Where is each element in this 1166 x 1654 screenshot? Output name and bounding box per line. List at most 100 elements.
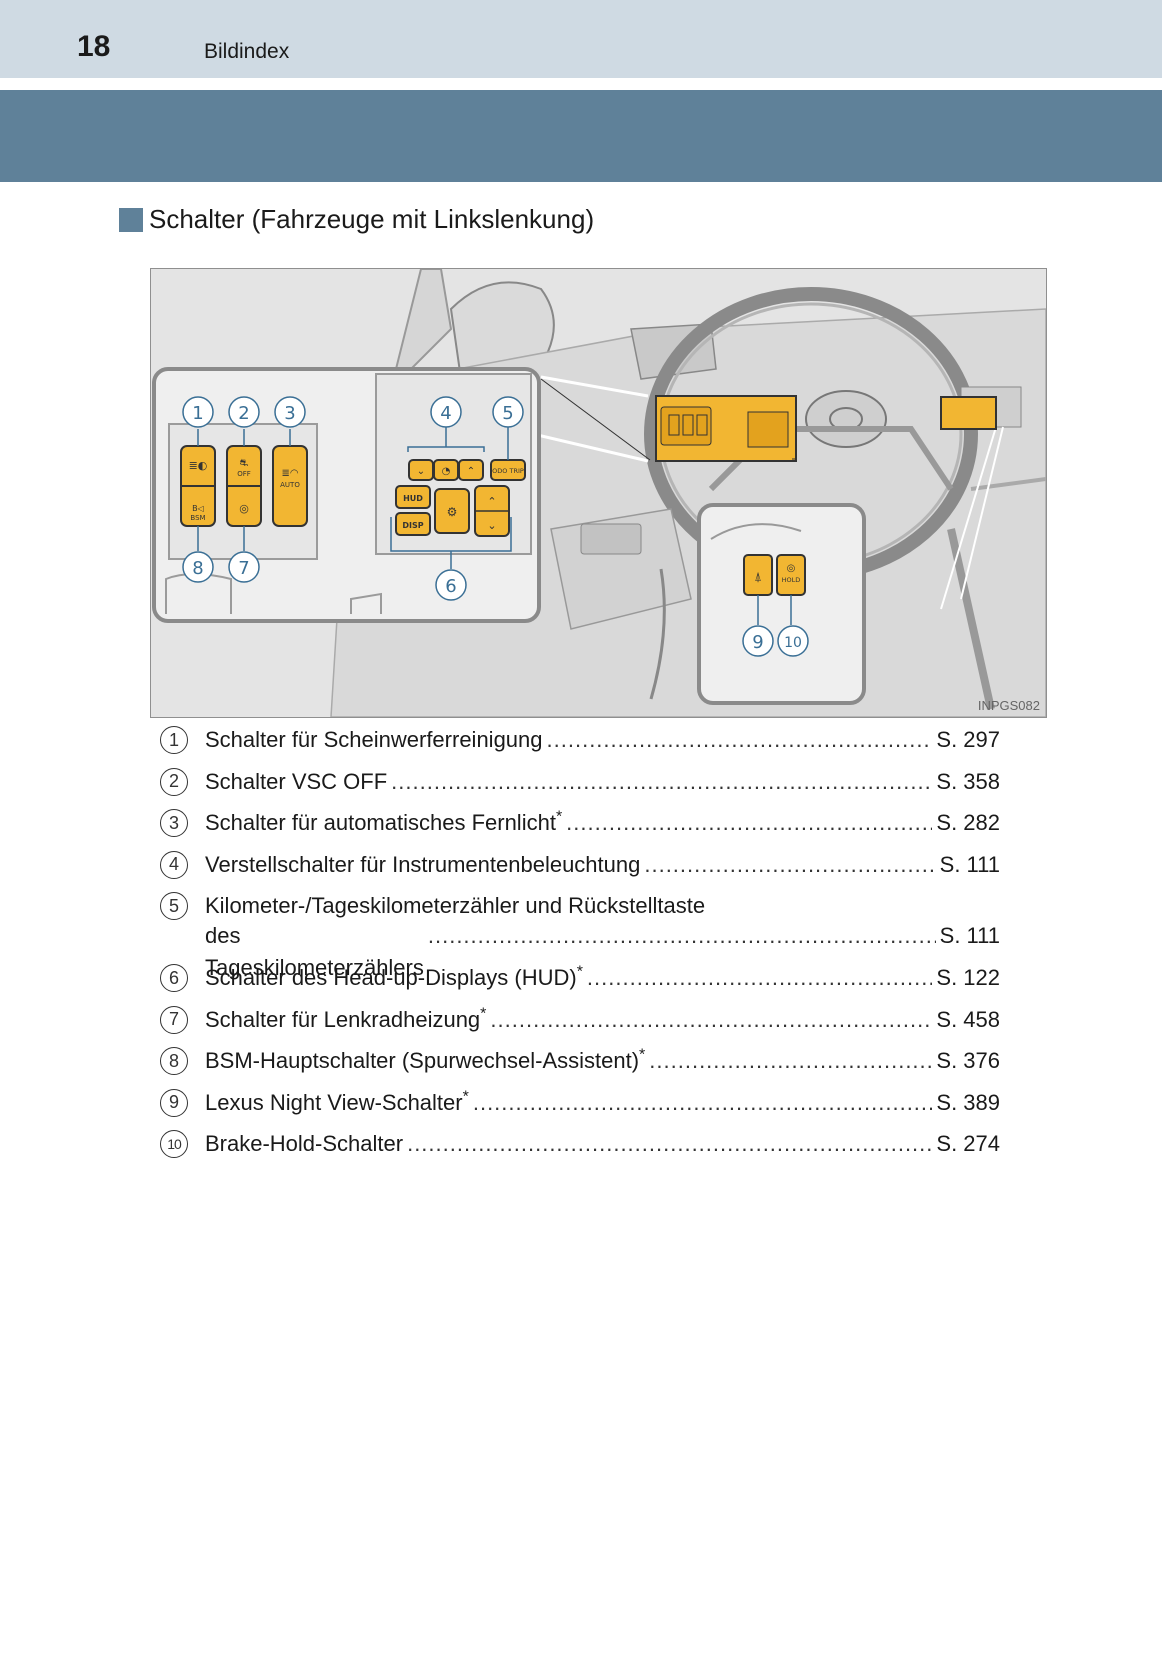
callout-8 [182, 551, 214, 583]
legend-number: 10 [160, 1130, 188, 1158]
legend-label: Schalter für Scheinwerferreinigung [205, 727, 543, 752]
page-reference[interactable]: S. 376 [936, 1048, 1000, 1073]
section-heading: Schalter (Fahrzeuge mit Linkslenkung) [119, 204, 594, 235]
legend-item: 5 Kilometer-/Tageskilometerzähler und Rü… [160, 890, 1000, 980]
hud-label: HUD [403, 494, 423, 503]
leader-dots [490, 1004, 932, 1036]
page-reference[interactable]: S. 282 [936, 810, 1000, 835]
legend-number: 3 [160, 809, 188, 837]
legend-label: BSM-Hauptschalter (Spurwechsel-Assistent… [205, 1046, 646, 1073]
svg-text:⌃: ⌃ [487, 495, 496, 508]
callout-6 [435, 569, 467, 601]
svg-text:8: 8 [192, 558, 203, 579]
section-marker-icon [119, 207, 143, 232]
legend-item: 3 Schalter für automatisches Fernlicht* … [160, 807, 1000, 849]
callout-7 [228, 551, 260, 583]
svg-text:⛐: ⛐ [240, 458, 249, 469]
legend-label: Brake-Hold-Schalter [205, 1131, 404, 1156]
callout-10 [777, 625, 809, 657]
leader-dots [547, 724, 933, 756]
legend-number: 2 [160, 767, 188, 796]
leader-dots [649, 1045, 932, 1077]
page-reference[interactable]: S. 111 [939, 851, 1000, 877]
page-reference[interactable]: S. 358 [936, 768, 1000, 794]
svg-text:3: 3 [284, 403, 295, 424]
legend-label: Verstellschalter für Instrumentenbeleuch… [205, 851, 641, 877]
switch-figure: ≣◐ B◁ BSM ⛐ OFF ◎ ≣◠ AUTO ⌄ ◔ ⌃ ODO TRIP… [150, 268, 1047, 718]
svg-text:⚙: ⚙ [447, 505, 458, 519]
leader-dots [587, 962, 932, 994]
legend-item: 10 Brake-Hold-Schalter S. 274 [160, 1128, 1000, 1170]
svg-text:⌄: ⌄ [417, 466, 425, 477]
svg-text:2: 2 [238, 403, 249, 424]
svg-text:10: 10 [784, 635, 802, 651]
footnote-star: * [462, 1088, 469, 1106]
legend-item: 9 Lexus Night View-Schalter* S. 389 [160, 1087, 1000, 1129]
legend-label: Schalter für Lenkradheizung* [205, 1005, 487, 1032]
svg-text:⌃: ⌃ [467, 466, 475, 477]
callout-5 [492, 396, 524, 428]
svg-text:≣◠: ≣◠ [281, 468, 298, 479]
svg-text:6: 6 [445, 576, 456, 597]
legend-item: 1 Schalter für Scheinwerferreinigung S. … [160, 724, 1000, 766]
footnote-star: * [555, 808, 563, 826]
legend-number: 7 [160, 1005, 188, 1034]
disp-label: DISP [402, 521, 423, 530]
leader-dots [428, 920, 936, 952]
page-reference[interactable]: S. 274 [936, 1131, 1000, 1156]
svg-text:5: 5 [502, 403, 513, 424]
running-head: Bildindex [204, 40, 290, 63]
page-reference[interactable]: S. 111 [939, 923, 1000, 948]
hold-label: HOLD [782, 576, 801, 584]
figure-code: INPGS082 [977, 698, 1040, 713]
leader-dots [644, 849, 935, 881]
legend-label-continued: des Tageskilometerzählers [205, 923, 424, 980]
svg-text:B◁: B◁ [192, 504, 204, 513]
leader-dots [391, 766, 932, 798]
page-number: 18 [77, 30, 111, 63]
callout-9 [742, 625, 774, 657]
odo-trip-label: ODO TRIP [492, 467, 524, 475]
section-title: Schalter (Fahrzeuge mit Linkslenkung) [149, 204, 595, 234]
legend-item: 4 Verstellschalter für Instrumentenbeleu… [160, 849, 1000, 891]
svg-text:4: 4 [440, 403, 451, 424]
legend-number: 9 [160, 1088, 188, 1117]
callout-3 [274, 396, 306, 428]
svg-text:9: 9 [752, 632, 763, 653]
auto-label: AUTO [280, 481, 300, 489]
page-reference[interactable]: S. 389 [936, 1089, 1000, 1115]
legend-number: 5 [160, 892, 188, 920]
svg-text:◎: ◎ [787, 563, 796, 574]
legend-label: Schalter für automatisches Fernlicht* [205, 808, 563, 835]
dashboard-illustration: ≣◐ B◁ BSM ⛐ OFF ◎ ≣◠ AUTO ⌄ ◔ ⌃ ODO TRIP… [151, 269, 1046, 717]
legend-number: 8 [160, 1047, 188, 1075]
legend-item: 2 Schalter VSC OFF S. 358 [160, 766, 1000, 808]
svg-text:⌄: ⌄ [487, 519, 496, 532]
svg-text:◔: ◔ [442, 466, 451, 477]
callout-4 [430, 396, 462, 428]
legend-number: 6 [160, 964, 188, 992]
leader-dots [473, 1087, 933, 1119]
callout-2 [228, 396, 260, 428]
svg-text:≣◐: ≣◐ [189, 459, 208, 472]
footnote-star: * [576, 963, 583, 981]
header-band [0, 90, 1162, 182]
legend-label: Schalter VSC OFF [205, 768, 388, 794]
switch-legend: 1 Schalter für Scheinwerferreinigung S. … [160, 724, 1000, 1170]
leader-dots [407, 1128, 932, 1160]
legend-label: Kilometer-/Tageskilometerzähler und Rück… [205, 893, 706, 918]
header-bar [0, 0, 1162, 78]
callout-1 [182, 396, 214, 428]
svg-text:7: 7 [238, 558, 249, 579]
legend-item: 7 Schalter für Lenkradheizung* S. 458 [160, 1004, 1000, 1046]
svg-text:⍋: ⍋ [754, 570, 762, 585]
svg-text:1: 1 [192, 403, 203, 424]
page-reference[interactable]: S. 297 [936, 727, 1000, 752]
page-reference[interactable]: S. 122 [936, 965, 1000, 990]
vsc-off-label: OFF [237, 470, 251, 478]
legend-number: 1 [160, 726, 188, 754]
leader-dots [566, 807, 932, 839]
page-reference[interactable]: S. 458 [936, 1006, 1000, 1032]
bsm-label: BSM [190, 514, 205, 522]
legend-item: 6 Schalter des Head-up-Displays (HUD)* S… [160, 962, 1000, 1004]
